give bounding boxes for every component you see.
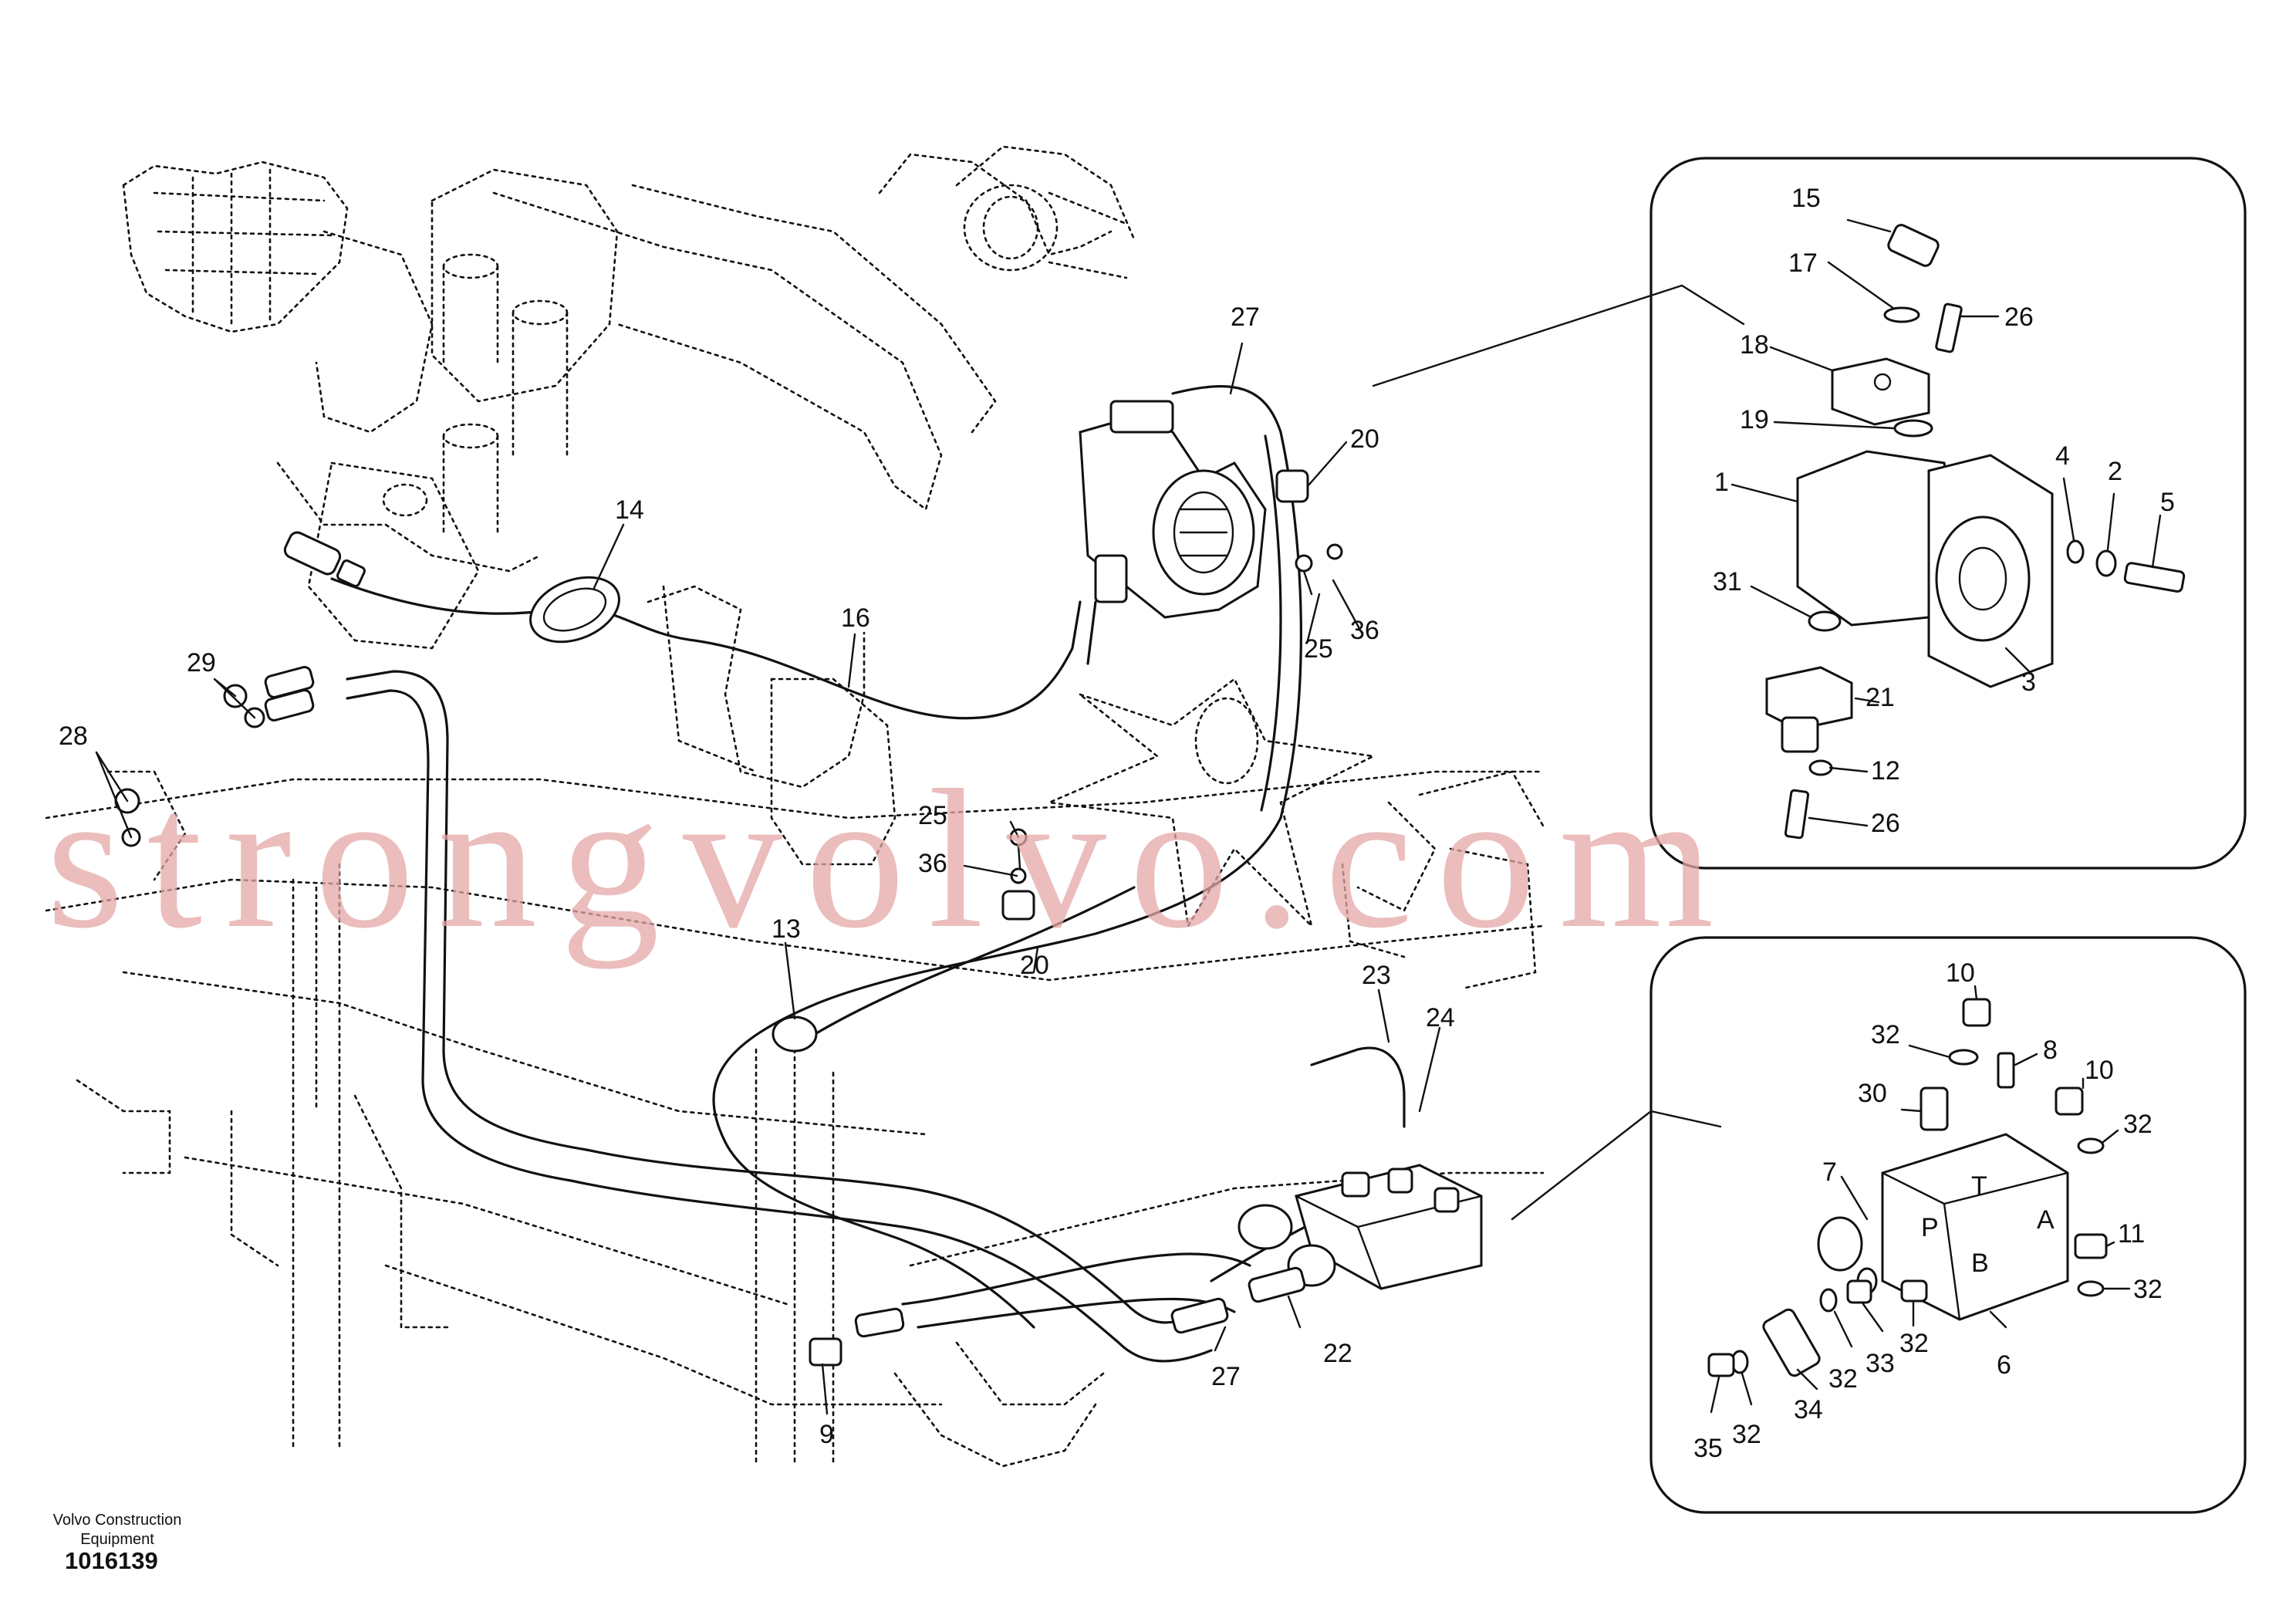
callout-23: 23 <box>1362 961 1391 990</box>
callout-10: 10 <box>1946 958 1975 988</box>
callout-1: 1 <box>1714 468 1729 497</box>
callout-31: 31 <box>1713 567 1742 596</box>
callout-3: 3 <box>2021 667 2036 697</box>
callout-27b: 27 <box>1211 1362 1241 1391</box>
watermark-text: strongvolvo.com <box>46 748 1737 969</box>
callout-10b: 10 <box>2085 1056 2114 1085</box>
leader-lines <box>95 218 2162 1415</box>
callout-2: 2 <box>2108 457 2122 486</box>
callout-13: 13 <box>772 914 801 944</box>
main-pump <box>1079 400 1267 665</box>
callout-5: 5 <box>2160 488 2175 517</box>
port-label-a: A <box>2037 1205 2055 1235</box>
port-label-p: P <box>1921 1213 1939 1242</box>
footer-brand: Volvo Construction Equipment <box>52 1512 182 1548</box>
callout-17: 17 <box>1788 248 1818 278</box>
inset-valve-detail: P B T A <box>1511 936 2247 1514</box>
callout-22: 22 <box>1323 1339 1352 1368</box>
callout-12: 12 <box>1871 756 1900 786</box>
callout-32c: 32 <box>2133 1275 2163 1304</box>
callout-36b: 36 <box>918 849 947 878</box>
callout-21: 21 <box>1866 683 1895 712</box>
callout-32b: 32 <box>2123 1110 2152 1139</box>
callout-36: 36 <box>1350 616 1379 645</box>
callout-26: 26 <box>2004 302 2034 332</box>
callout-34: 34 <box>1794 1395 1823 1424</box>
callout-20b: 20 <box>1020 951 1049 980</box>
inset-pump-detail <box>1372 157 2247 870</box>
port-label-b: B <box>1971 1249 1989 1278</box>
callout-11: 11 <box>2118 1219 2145 1249</box>
callout-26b: 26 <box>1871 809 1900 838</box>
callout-32: 32 <box>1871 1020 1900 1049</box>
callout-29: 29 <box>187 648 216 678</box>
callout-9: 9 <box>819 1420 834 1449</box>
callout-15: 15 <box>1791 184 1821 213</box>
callout-18: 18 <box>1740 330 1769 360</box>
callout-25: 25 <box>1304 634 1333 664</box>
callout-27: 27 <box>1231 302 1260 332</box>
callout-8: 8 <box>2043 1036 2058 1065</box>
machine-frame-dotted <box>45 145 1545 1468</box>
callout-labels: 14 16 27 20 25 36 29 28 13 25 36 20 23 2… <box>59 184 2175 1463</box>
callout-35: 35 <box>1693 1434 1723 1463</box>
valve-block-main <box>809 1164 1483 1367</box>
callout-24: 24 <box>1426 1003 1455 1032</box>
hose-lines <box>330 385 1406 1363</box>
callout-19: 19 <box>1740 405 1769 434</box>
callout-32f: 32 <box>1732 1420 1761 1449</box>
callout-33: 33 <box>1866 1349 1895 1378</box>
callout-30: 30 <box>1858 1079 1887 1108</box>
callout-28: 28 <box>59 721 88 751</box>
callout-14: 14 <box>615 495 644 525</box>
clamps <box>772 469 1343 1053</box>
oval-grommet-14 <box>529 576 620 644</box>
callout-32d: 32 <box>1899 1329 1929 1358</box>
port-label-t: T <box>1971 1171 1987 1201</box>
callout-6: 6 <box>1997 1350 2011 1380</box>
callout-4: 4 <box>2055 441 2070 471</box>
callout-20: 20 <box>1350 424 1379 454</box>
footer-diagram-code: 1016139 <box>65 1547 158 1574</box>
callout-16: 16 <box>841 603 870 633</box>
callout-25b: 25 <box>918 801 947 830</box>
callout-7: 7 <box>1822 1157 1837 1187</box>
callout-32e: 32 <box>1828 1364 1858 1394</box>
